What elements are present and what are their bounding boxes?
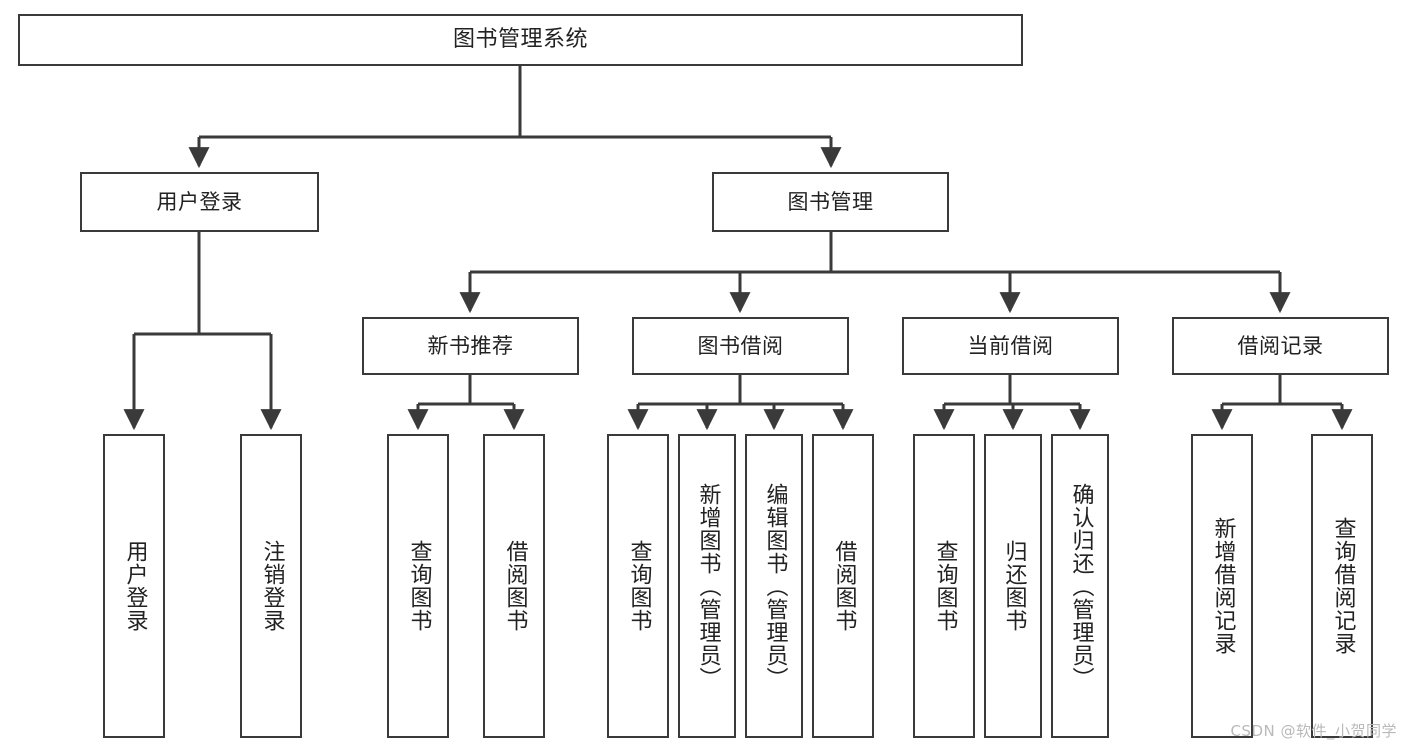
node-book-manage[interactable]: 图书管理 bbox=[712, 172, 949, 232]
node-current-borrow-label: 当前借阅 bbox=[967, 333, 1054, 358]
node-user-login-leaf[interactable]: 用户登录 bbox=[103, 434, 165, 738]
node-current-borrow[interactable]: 当前借阅 bbox=[902, 317, 1119, 375]
node-user-logout-leaf-label: 注销登录 bbox=[259, 540, 285, 632]
node-confirm-return-admin[interactable]: 确认归还（管理员） bbox=[1051, 434, 1109, 738]
node-query-book-3[interactable]: 查询图书 bbox=[913, 434, 975, 738]
node-book-borrow[interactable]: 图书借阅 bbox=[632, 317, 849, 375]
node-borrow-book-1-label: 借阅图书 bbox=[502, 540, 528, 632]
node-borrow-book-2-label: 借阅图书 bbox=[831, 540, 857, 632]
node-query-book-2-label: 查询图书 bbox=[626, 540, 652, 632]
node-add-book-admin[interactable]: 新增图书（管理员） bbox=[678, 434, 736, 738]
node-borrow-book-2[interactable]: 借阅图书 bbox=[812, 434, 874, 738]
node-user-logout-leaf[interactable]: 注销登录 bbox=[240, 434, 302, 738]
node-edit-book-admin[interactable]: 编辑图书（管理员） bbox=[745, 434, 803, 738]
node-return-book[interactable]: 归还图书 bbox=[984, 434, 1042, 738]
node-new-book-recommend-label: 新书推荐 bbox=[427, 333, 514, 358]
node-add-borrow-record-label: 新增借阅记录 bbox=[1210, 517, 1236, 655]
node-return-book-label: 归还图书 bbox=[1001, 540, 1027, 632]
node-query-borrow-record-label: 查询借阅记录 bbox=[1330, 517, 1356, 655]
node-query-book-2[interactable]: 查询图书 bbox=[607, 434, 669, 738]
node-edit-book-admin-label: 编辑图书（管理员） bbox=[762, 482, 788, 690]
node-user-login-label: 用户登录 bbox=[156, 189, 243, 214]
node-query-book-1[interactable]: 查询图书 bbox=[387, 434, 449, 738]
node-root[interactable]: 图书管理系统 bbox=[18, 14, 1023, 66]
node-borrow-record[interactable]: 借阅记录 bbox=[1172, 317, 1389, 375]
node-query-borrow-record[interactable]: 查询借阅记录 bbox=[1311, 434, 1373, 738]
watermark: CSDN @软件_小贺同学 bbox=[1230, 722, 1397, 740]
node-borrow-book-1[interactable]: 借阅图书 bbox=[483, 434, 545, 738]
node-borrow-record-label: 借阅记录 bbox=[1237, 333, 1324, 358]
node-add-borrow-record[interactable]: 新增借阅记录 bbox=[1191, 434, 1253, 738]
node-query-book-1-label: 查询图书 bbox=[406, 540, 432, 632]
node-user-login-leaf-label: 用户登录 bbox=[122, 540, 148, 632]
node-book-borrow-label: 图书借阅 bbox=[697, 333, 784, 358]
node-root-label: 图书管理系统 bbox=[452, 27, 588, 53]
node-user-login[interactable]: 用户登录 bbox=[80, 172, 319, 232]
node-new-book-recommend[interactable]: 新书推荐 bbox=[362, 317, 579, 375]
node-add-book-admin-label: 新增图书（管理员） bbox=[695, 482, 721, 690]
node-confirm-return-admin-label: 确认归还（管理员） bbox=[1068, 482, 1094, 690]
node-book-manage-label: 图书管理 bbox=[787, 189, 874, 214]
node-query-book-3-label: 查询图书 bbox=[932, 540, 958, 632]
